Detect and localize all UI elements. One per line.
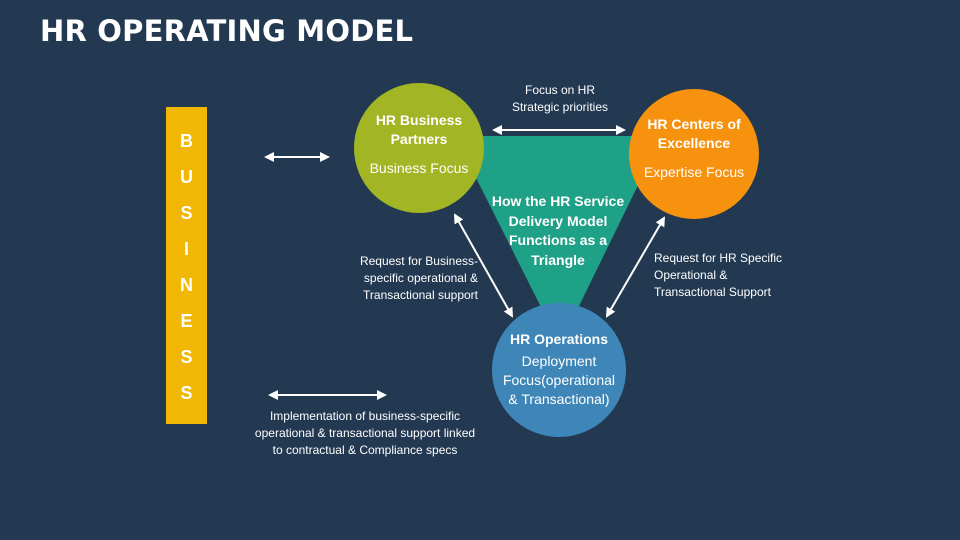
triangle-label-line3: Functions as a bbox=[508, 232, 608, 248]
business-partners-subtitle: Business Focus bbox=[369, 160, 469, 176]
business-partners-label: HR Business Partners Business Focus bbox=[359, 111, 479, 178]
annotation-right-line1: Request for HR Specific bbox=[654, 251, 783, 265]
business-letter: N bbox=[180, 275, 193, 295]
business-letter: E bbox=[180, 311, 193, 331]
annotation-left-line2: specific operational & bbox=[363, 271, 478, 285]
annotation-top: Focus on HR Strategic priorities bbox=[500, 82, 620, 116]
operations-title: HR Operations bbox=[509, 331, 608, 347]
service-triangle bbox=[455, 136, 662, 345]
business-letter: S bbox=[180, 383, 193, 403]
page-title: HR OPERATING MODEL bbox=[40, 14, 414, 48]
annotation-right-line2: Operational & bbox=[654, 268, 728, 282]
operations-subtitle-line1: Deployment bbox=[521, 353, 597, 369]
operations-label: HR Operations Deployment Focus(operation… bbox=[494, 330, 624, 409]
annotation-bottom-line1: Implementation of business-specific bbox=[269, 409, 461, 423]
centers-of-excellence-label: HR Centers of Excellence Expertise Focus bbox=[630, 115, 758, 182]
business-partners-title-line1: HR Business bbox=[375, 112, 463, 128]
annotation-left: Request for Business- specific operation… bbox=[330, 253, 478, 304]
centers-subtitle: Expertise Focus bbox=[643, 164, 745, 180]
business-bar: B U S I N E S S bbox=[166, 107, 207, 424]
centers-title-line1: HR Centers of bbox=[647, 116, 741, 132]
operations-circle bbox=[492, 303, 626, 437]
business-partners-title-line2: Partners bbox=[390, 131, 448, 147]
annotation-right-line3: Transactional Support bbox=[654, 285, 771, 299]
business-letter: I bbox=[183, 239, 189, 259]
operations-subtitle-line3: & Transactional) bbox=[508, 391, 610, 407]
annotation-left-line1: Request for Business- bbox=[359, 254, 478, 268]
annotation-bottom: Implementation of business-specific oper… bbox=[230, 408, 500, 459]
annotation-bottom-line2: operational & transactional support link… bbox=[254, 426, 476, 440]
triangle-label-line1: How the HR Service bbox=[491, 193, 625, 209]
annotation-top-line2: Strategic priorities bbox=[511, 100, 609, 114]
arrow-partners-operations bbox=[454, 213, 513, 318]
triangle-label: How the HR Service Delivery Model Functi… bbox=[478, 192, 638, 270]
annotation-top-line1: Focus on HR bbox=[524, 83, 596, 97]
annotation-bottom-line3: to contractual & Compliance specs bbox=[272, 443, 458, 457]
business-letter: S bbox=[180, 203, 193, 223]
centers-of-excellence-circle bbox=[629, 89, 759, 219]
business-partners-circle bbox=[354, 83, 484, 213]
arrow-excellence-operations bbox=[605, 216, 666, 318]
operations-subtitle-line2: Focus(operational bbox=[502, 372, 616, 388]
business-letter: U bbox=[180, 167, 193, 187]
centers-title-line2: Excellence bbox=[657, 135, 731, 151]
triangle-label-line2: Delivery Model bbox=[508, 212, 608, 229]
annotation-right: Request for HR Specific Operational & Tr… bbox=[654, 250, 814, 301]
business-letter: B bbox=[180, 131, 193, 151]
business-letter: S bbox=[180, 347, 193, 367]
annotation-left-line3: Transactional support bbox=[363, 288, 478, 302]
triangle-label-line4: Triangle bbox=[531, 251, 585, 268]
